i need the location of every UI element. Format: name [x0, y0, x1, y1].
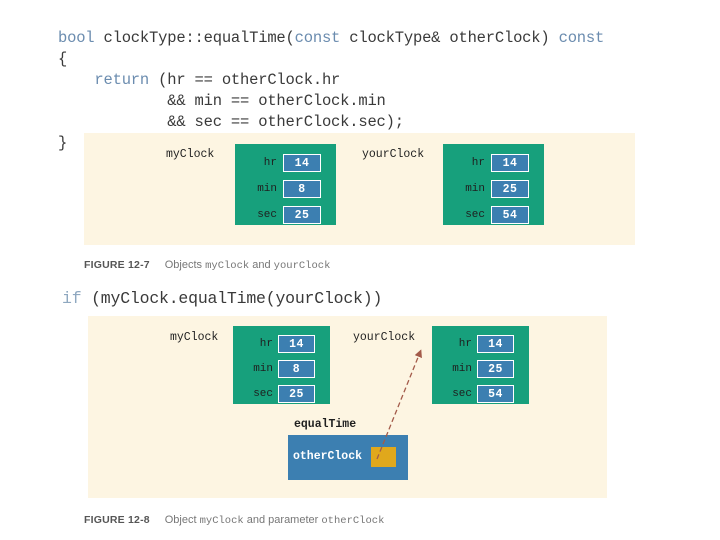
field-value-hr: 14 [491, 154, 529, 172]
code-text: && min == otherClock.min [58, 92, 386, 110]
field-name-min: min [257, 183, 277, 195]
figure-1-caption-pre: Objects [164, 259, 206, 271]
field-value-sec: 25 [283, 206, 321, 224]
field-value-hr: 14 [283, 154, 321, 172]
code-text: && sec == otherClock.sec); [58, 113, 404, 131]
if-statement-code: if (myClock.equalTime(yourClock)) [62, 288, 382, 310]
figure-2-caption-mono-2: otherClock [321, 515, 385, 527]
field-value-min: 25 [491, 180, 529, 198]
code-keyword: bool [58, 29, 95, 47]
field-name-sec: sec [253, 388, 273, 400]
figure2-myclock-box: hr 14 min 8 sec 25 [233, 326, 330, 404]
code-line-3: && min == otherClock.min [58, 91, 604, 112]
code-line-2: return (hr == otherClock.hr [58, 70, 604, 91]
field-name-min: min [452, 363, 472, 375]
figure2-yourclock-label: yourClock [353, 331, 416, 344]
field-value-sec: 54 [477, 385, 514, 403]
code-text: clockType& otherClock) [340, 29, 559, 47]
field-name-sec: sec [452, 388, 472, 400]
code-keyword: return [94, 71, 150, 89]
otherclock-param-label: otherClock [293, 450, 363, 463]
field-name-hr: hr [458, 338, 472, 350]
field-value-hr: 14 [278, 335, 315, 353]
figure-2-caption-mid: and parameter [243, 514, 322, 526]
code-keyword: if [62, 289, 82, 308]
field-value-min: 25 [477, 360, 514, 378]
field-name-min: min [253, 363, 273, 375]
field-value-min: 8 [283, 180, 321, 198]
figure-2-caption-mono-1: myClock [199, 515, 244, 527]
code-line-1: { [58, 49, 604, 70]
figure-2-caption: FIGURE 12-8 Object myClock and parameter… [84, 514, 384, 527]
figure-1-caption-mono-2: yourClock [273, 260, 331, 272]
code-keyword: const [294, 29, 341, 47]
equaltime-box: otherClock [288, 435, 408, 480]
code-block: bool clockType::equalTime(const clockTyp… [58, 28, 604, 154]
figure-1-caption: FIGURE 12-7 Objects myClock and yourCloc… [84, 259, 330, 272]
figure2-yourclock-box: hr 14 min 25 sec 54 [432, 326, 529, 404]
figure-2-caption-pre: Object [164, 514, 200, 526]
field-value-min: 8 [278, 360, 315, 378]
code-line-0: if (myClock.equalTime(yourClock)) [62, 288, 382, 310]
code-keyword: const [558, 29, 605, 47]
figure1-yourclock-label: yourClock [362, 148, 425, 161]
field-name-hr: hr [259, 338, 273, 350]
code-text: } [58, 134, 68, 152]
figure1-myclock-box: hr 14 min 8 sec 25 [235, 144, 336, 225]
figure-1-number: FIGURE 12-7 [84, 259, 150, 271]
otherclock-reference-cell [371, 447, 396, 467]
field-value-sec: 54 [491, 206, 529, 224]
figure1-myclock-label: myClock [166, 148, 215, 161]
figure-1-caption-mono-1: myClock [205, 260, 250, 272]
field-value-hr: 14 [477, 335, 514, 353]
code-text: { [58, 50, 68, 68]
figure2-myclock-label: myClock [170, 331, 219, 344]
figure1-yourclock-box: hr 14 min 25 sec 54 [443, 144, 544, 225]
figure-2-number: FIGURE 12-8 [84, 514, 150, 526]
field-name-hr: hr [263, 157, 277, 169]
code-line-5: } [58, 133, 604, 154]
code-line-0: bool clockType::equalTime(const clockTyp… [58, 28, 604, 49]
field-name-sec: sec [465, 209, 485, 221]
code-text: (hr == otherClock.hr [149, 71, 341, 89]
field-name-hr: hr [471, 157, 485, 169]
equaltime-label: equalTime [294, 418, 357, 431]
code-line-4: && sec == otherClock.sec); [58, 112, 604, 133]
field-name-min: min [465, 183, 485, 195]
code-text [58, 71, 94, 89]
code-text: clockType::equalTime( [94, 29, 295, 47]
field-name-sec: sec [257, 209, 277, 221]
figure-1-caption-mid: and [249, 259, 274, 271]
field-value-sec: 25 [278, 385, 315, 403]
code-text: (myClock.equalTime(yourClock)) [81, 289, 383, 308]
